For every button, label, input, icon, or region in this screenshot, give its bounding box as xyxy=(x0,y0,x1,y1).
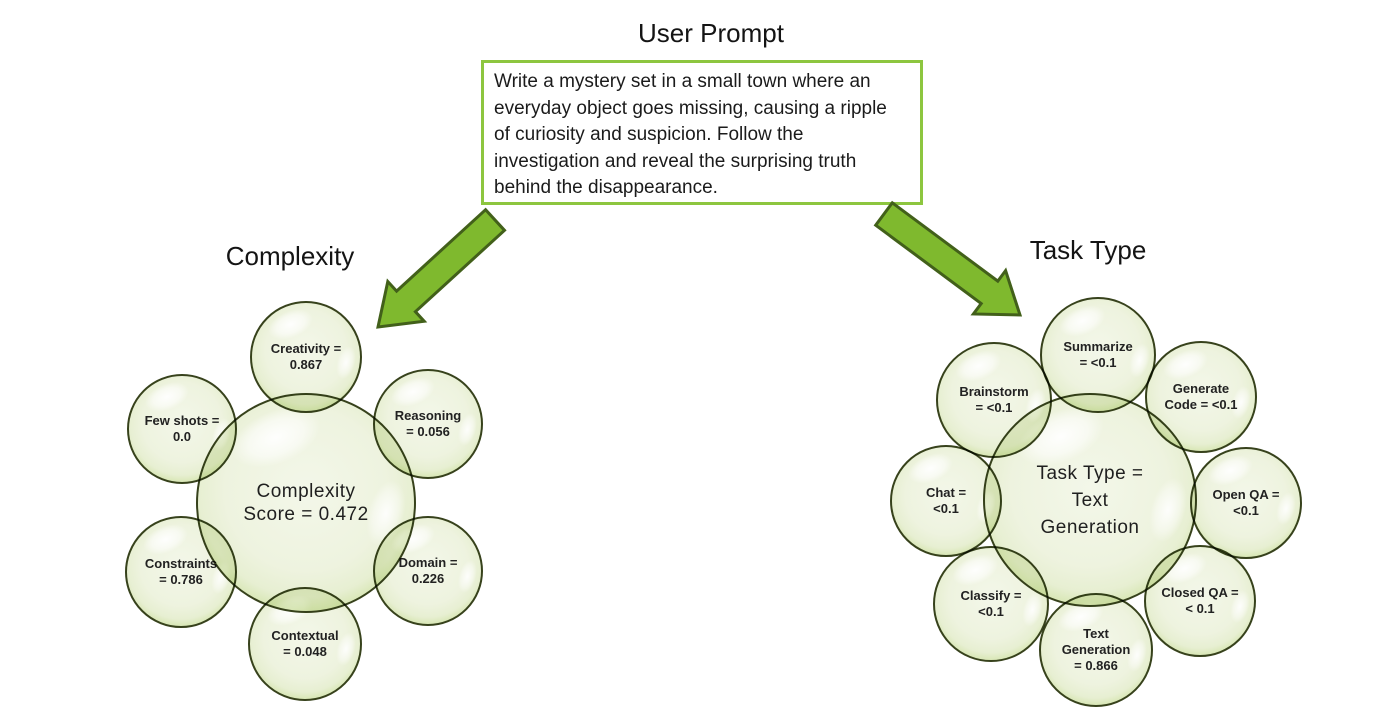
user-prompt-title: User Prompt xyxy=(638,18,784,48)
bubble-open-qa: Open QA =<0.1 xyxy=(1190,447,1302,559)
prompt-text-line: Write a mystery set in a small town wher… xyxy=(494,71,871,92)
bubble-label-line: = <0.1 xyxy=(975,400,1013,415)
bubble-label-line: Closed QA = xyxy=(1161,585,1239,600)
bubble-label-line: <0.1 xyxy=(978,604,1004,619)
prompt-text-line: investigation and reveal the surprising … xyxy=(494,150,857,172)
bubble-label-line: 0.226 xyxy=(411,571,445,586)
task-type-diagram-title: Task Type xyxy=(1029,235,1147,265)
bubble-label-line: Text xyxy=(1083,626,1109,641)
bubble-label-line: Score = 0.472 xyxy=(243,504,369,525)
bubble-label-line: < 0.1 xyxy=(1185,601,1215,616)
bubble-label-line: 0.867 xyxy=(289,357,323,372)
bubble-label: Constraints= 0.786 xyxy=(145,556,217,588)
bubble-reasoning: Reasoning= 0.056 xyxy=(373,369,483,479)
bubble-label: Few shots =0.0 xyxy=(145,413,220,445)
bubble-label: Brainstorm= <0.1 xyxy=(959,384,1028,416)
bubble-label-line: Text xyxy=(1071,489,1109,511)
bubble-brainstorm: Brainstorm= <0.1 xyxy=(936,342,1052,458)
prompt-text-line: behind the disappearance. xyxy=(494,177,718,198)
bubble-label-line: Task Type = xyxy=(1036,462,1144,484)
bubble-label-line: Contextual xyxy=(271,628,339,643)
bubble-chat: Chat =<0.1 xyxy=(890,445,1002,557)
bubble-label-line: Brainstorm xyxy=(959,384,1029,399)
bubble-creativity: Creativity =0.867 xyxy=(250,301,362,413)
bubble-label-line: Reasoning xyxy=(394,408,462,423)
prompt-text-line: of curiosity and suspicion. Follow the xyxy=(494,124,804,145)
bubble-constraints: Constraints= 0.786 xyxy=(125,516,237,628)
user-prompt-box: Write a mystery set in a small town wher… xyxy=(481,60,923,205)
bubble-label-line: Chat = xyxy=(925,485,967,500)
bubble-label-line: = <0.1 xyxy=(1079,355,1117,370)
bubble-few-shots: Few shots =0.0 xyxy=(127,374,237,484)
bubble-label-line: Generate xyxy=(1172,381,1230,396)
bubble-label-line: = 0.048 xyxy=(283,644,327,659)
complexity-diagram-title: Complexity xyxy=(225,241,355,271)
bubble-label: Domain =0.226 xyxy=(399,555,458,587)
bubble-label-line: <0.1 xyxy=(933,501,959,516)
bubble-label-line: Generation xyxy=(1040,516,1140,538)
bubble-label-line: <0.1 xyxy=(1233,503,1259,518)
bubble-contextual: Contextual= 0.048 xyxy=(248,587,362,701)
bubble-summarize: Summarize= <0.1 xyxy=(1040,297,1156,413)
prompt-text-line: everyday object goes missing, causing a … xyxy=(494,97,887,119)
bubble-label: Open QA =<0.1 xyxy=(1212,487,1279,519)
bubble-label: Contextual= 0.048 xyxy=(271,628,338,660)
bubble-label-line: Few shots = xyxy=(144,413,220,428)
bubble-classify: Classify =<0.1 xyxy=(933,546,1049,662)
bubble-label-line: = 0.786 xyxy=(159,572,203,587)
bubble-closed-qa: Closed QA =< 0.1 xyxy=(1144,545,1256,657)
bubble-label-line: Open QA = xyxy=(1212,487,1280,502)
bubble-label-line: Generation xyxy=(1061,642,1131,657)
bubble-label: Chat =<0.1 xyxy=(926,485,966,517)
bubble-label: Creativity =0.867 xyxy=(271,341,341,373)
bubble-label-line: Summarize xyxy=(1063,339,1133,354)
bubble-label: Summarize= <0.1 xyxy=(1063,339,1132,371)
bubble-label: Reasoning= 0.056 xyxy=(395,408,461,440)
bubble-label-line: Classify = xyxy=(960,588,1022,603)
bubble-label-line: Domain = xyxy=(398,555,458,570)
bubble-label-line: Complexity xyxy=(256,481,356,502)
bubble-label-line: 0.0 xyxy=(172,429,192,444)
bubble-label: Classify =<0.1 xyxy=(960,588,1021,620)
bubble-label-line: = 0.056 xyxy=(406,424,450,439)
bubble-label-line: = 0.866 xyxy=(1074,658,1118,673)
bubble-label: Closed QA =< 0.1 xyxy=(1161,585,1238,617)
bubble-label-line: Creativity = xyxy=(270,341,342,356)
bubble-domain: Domain =0.226 xyxy=(373,516,483,626)
bubble-label-line: Constraints xyxy=(144,556,218,571)
bubble-label-line: Code = <0.1 xyxy=(1164,397,1238,412)
